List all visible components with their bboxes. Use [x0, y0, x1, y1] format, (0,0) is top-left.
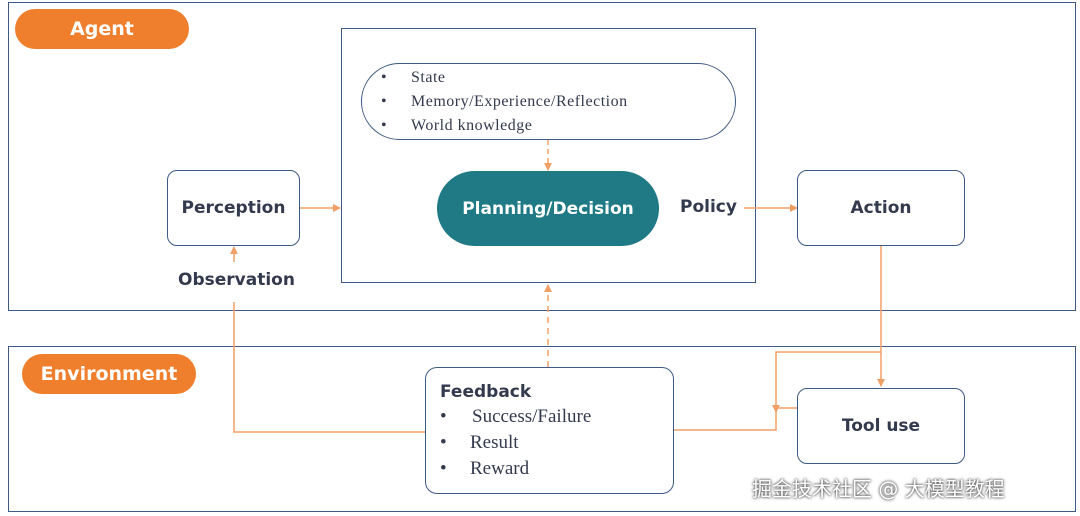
feedback-title: Feedback — [440, 382, 532, 402]
feedback-item: Result — [440, 430, 673, 456]
planning-decision-node: Planning/Decision — [437, 171, 659, 246]
state-item: Memory/Experience/Reflection — [381, 90, 735, 114]
arrow-tool-to-feedback — [674, 407, 797, 431]
state-item: State — [381, 66, 735, 90]
perception-label: Perception — [181, 198, 286, 218]
planning-label: Planning/Decision — [462, 198, 634, 219]
policy-label: Policy — [680, 197, 737, 217]
state-item: World knowledge — [381, 114, 735, 138]
feedback-list: Success/Failure Result Reward — [440, 404, 673, 482]
state-oval: State Memory/Experience/Reflection World… — [361, 63, 736, 140]
action-box: Action — [797, 170, 965, 246]
feedback-item: Reward — [440, 456, 673, 482]
tool-use-box: Tool use — [797, 388, 965, 464]
action-label: Action — [850, 198, 912, 218]
agent-label: Agent — [15, 9, 189, 49]
tool-use-label: Tool use — [841, 416, 921, 436]
feedback-item: Success/Failure — [440, 404, 673, 430]
observation-label: Observation — [178, 270, 295, 290]
arrow-feedback-to-perception — [230, 246, 425, 433]
arrow-action-branch-to-feedback — [772, 351, 881, 413]
watermark: 掘金技术社区 @ 大模型教程 — [752, 477, 1005, 501]
state-list: State Memory/Experience/Reflection World… — [381, 66, 735, 138]
perception-box: Perception — [167, 170, 300, 246]
feedback-box: Feedback Success/Failure Result Reward — [425, 367, 674, 494]
environment-label: Environment — [22, 354, 196, 394]
